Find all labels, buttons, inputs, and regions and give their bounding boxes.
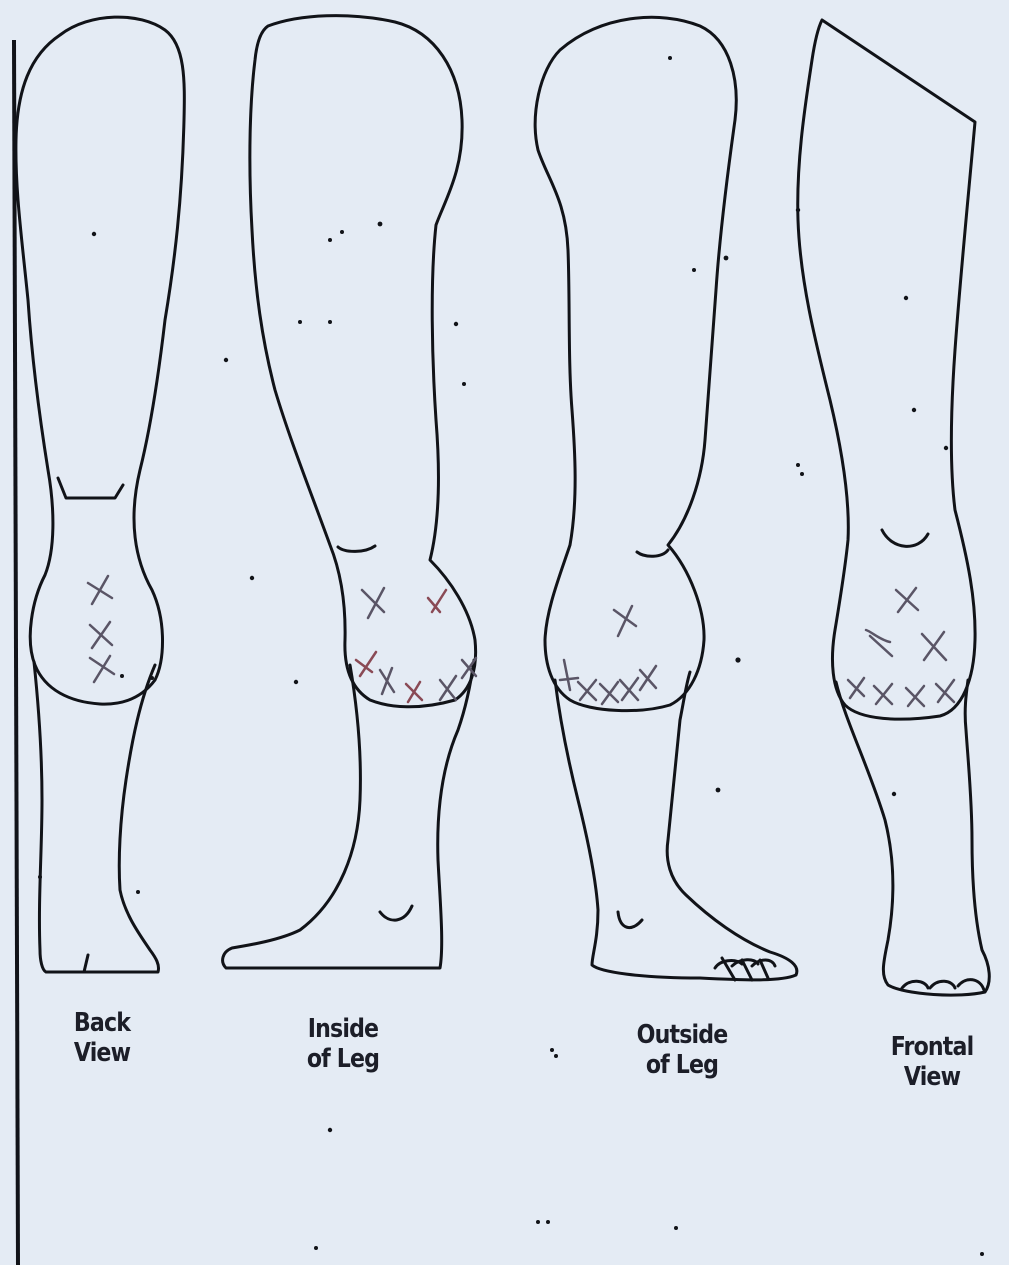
back-view-label: Back View <box>60 1008 145 1068</box>
x-mark <box>560 660 578 690</box>
x-mark <box>578 680 596 700</box>
x-mark <box>88 576 112 604</box>
back-view-leg <box>16 17 184 972</box>
inside-leg-marks <box>356 588 476 702</box>
x-mark <box>936 680 954 702</box>
outside-leg-label-line2: of Leg <box>623 1050 742 1080</box>
inside-leg-label: Inside of Leg <box>288 1014 399 1074</box>
paper-specks <box>38 56 984 1256</box>
x-mark <box>440 676 456 700</box>
x-mark <box>90 622 112 648</box>
outside-leg-marks <box>560 606 656 704</box>
frontal-view-label-line1: Frontal <box>873 1032 992 1062</box>
outside-leg-label-line1: Outside <box>623 1020 742 1050</box>
x-mark <box>896 588 918 612</box>
x-mark <box>874 684 892 704</box>
x-mark <box>848 678 864 698</box>
frontal-view-label-line2: View <box>873 1062 992 1092</box>
back-view-label-line2: View <box>60 1038 145 1068</box>
outside-leg-label: Outside of Leg <box>623 1020 742 1080</box>
x-mark <box>356 652 376 676</box>
x-mark <box>406 682 422 702</box>
inside-leg <box>223 16 476 968</box>
frontal-leg <box>798 20 990 995</box>
x-mark <box>922 632 946 660</box>
x-mark <box>640 666 656 690</box>
x-mark <box>614 606 636 636</box>
x-mark <box>428 590 446 612</box>
x-mark <box>620 678 638 700</box>
x-mark <box>380 668 394 694</box>
x-mark <box>866 630 892 656</box>
x-mark <box>906 686 924 706</box>
back-view-marks <box>88 576 114 682</box>
frontal-leg-marks <box>848 588 954 706</box>
x-mark <box>362 588 384 618</box>
sheet-edge-line <box>14 40 18 1265</box>
x-mark <box>90 656 114 682</box>
outside-leg <box>535 17 797 980</box>
inside-leg-label-line2: of Leg <box>288 1044 399 1074</box>
x-mark <box>600 682 618 704</box>
frontal-view-label: Frontal View <box>873 1032 992 1092</box>
inside-leg-label-line1: Inside <box>288 1014 399 1044</box>
back-view-label-line1: Back <box>60 1008 145 1038</box>
